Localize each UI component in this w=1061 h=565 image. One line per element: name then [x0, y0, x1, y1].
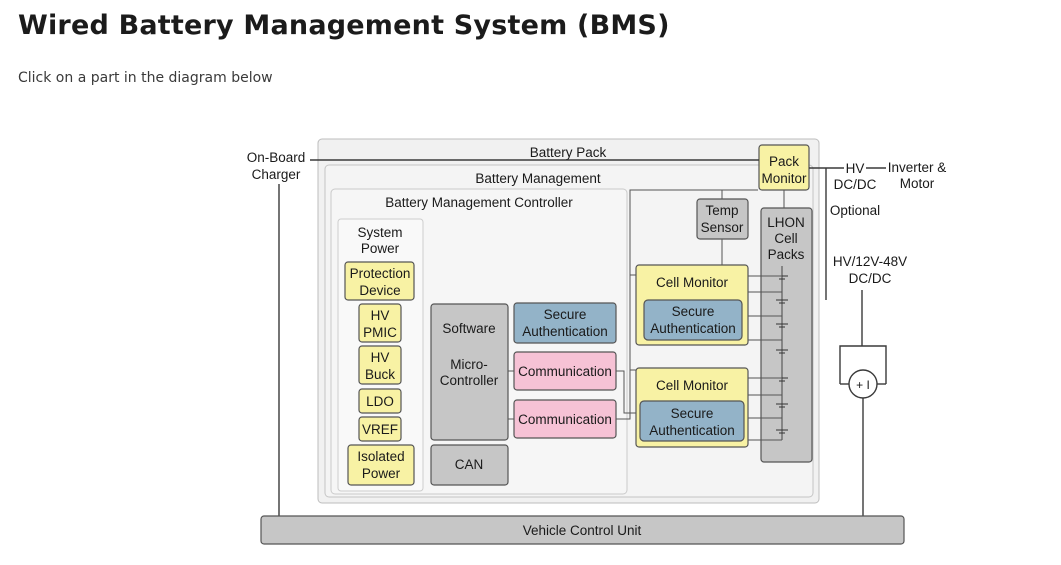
- comm2-pack-link: [616, 189, 758, 420]
- pack-monitor-label-2: Monitor: [761, 171, 807, 186]
- protection-device-label-1: Protection: [350, 266, 411, 281]
- vehicle-control-unit-label: Vehicle Control Unit: [523, 523, 642, 538]
- hv-12v-48v-label-2: DC/DC: [849, 271, 892, 286]
- system-power-label-2: Power: [361, 241, 400, 256]
- isolated-power-label-1: Isolated: [357, 449, 404, 464]
- hv-dcdc-label-2: DC/DC: [834, 177, 877, 192]
- lhon-label-1: LHON: [767, 215, 805, 230]
- on-board-charger[interactable]: On-Board Charger: [247, 150, 306, 182]
- inverter-motor-label-1: Inverter &: [888, 160, 947, 175]
- lhon-label-2: Cell: [774, 231, 797, 246]
- cell-monitor-1-label: Cell Monitor: [656, 275, 729, 290]
- secure-auth-mcu-label-2: Authentication: [522, 324, 608, 339]
- plus-minus-icon: + I: [856, 378, 870, 392]
- vref-label: VREF: [362, 422, 398, 437]
- inverter-motor[interactable]: Inverter & Motor: [888, 160, 947, 191]
- micro-controller-label-1: Micro-: [450, 357, 488, 372]
- lhon-cell-packs[interactable]: LHON Cell Packs: [760, 207, 813, 463]
- hv-buck-label-2: Buck: [365, 367, 395, 382]
- inverter-motor-label-2: Motor: [900, 176, 935, 191]
- secure-auth-1-label-1: Secure: [672, 304, 715, 319]
- software-label: Software: [442, 321, 495, 336]
- communication-1[interactable]: Communication: [513, 351, 617, 391]
- pack-monitor-label-1: Pack: [769, 154, 799, 169]
- hv-12v-48v-label-1: HV/12V-48V: [833, 254, 907, 269]
- hv-buck-label-1: HV: [371, 350, 390, 365]
- vehicle-control-unit[interactable]: Vehicle Control Unit: [260, 515, 905, 545]
- temp-sensor[interactable]: Temp Sensor: [696, 198, 749, 240]
- battery-pack-label: Battery Pack: [530, 145, 607, 160]
- on-board-charger-label-1: On-Board: [247, 150, 306, 165]
- system-power-label-1: System: [357, 225, 402, 240]
- secure-auth-2-label-1: Secure: [671, 406, 714, 421]
- hv-pmic-label-2: PMIC: [363, 325, 397, 340]
- secure-authentication-1[interactable]: Secure Authentication: [643, 299, 743, 341]
- hv-dcdc-label-1: HV: [846, 161, 865, 176]
- hv-pmic[interactable]: HV PMIC: [358, 303, 402, 343]
- isolated-power-label-2: Power: [362, 466, 401, 481]
- temp-sensor-label-2: Sensor: [701, 220, 744, 235]
- battery-cell-symbols: [776, 275, 788, 434]
- hv-dcdc[interactable]: HV DC/DC: [834, 161, 877, 192]
- temp-sensor-label-1: Temp: [705, 203, 738, 218]
- bmc-label: Battery Management Controller: [385, 195, 573, 210]
- vref[interactable]: VREF: [358, 416, 402, 442]
- hv-pmic-label-1: HV: [371, 308, 390, 323]
- optional-label: Optional: [830, 203, 880, 218]
- battery-management-label: Battery Management: [475, 171, 601, 186]
- communication-1-label: Communication: [518, 364, 612, 379]
- micro-controller[interactable]: Software Micro- Controller: [430, 303, 509, 441]
- secure-auth-1-label-2: Authentication: [650, 321, 736, 336]
- secure-auth-2-label-2: Authentication: [649, 423, 735, 438]
- ldo[interactable]: LDO: [358, 388, 402, 414]
- instruction-text: Click on a part in the diagram below: [18, 70, 273, 86]
- cell-monitor-2-label: Cell Monitor: [656, 378, 729, 393]
- cell-sense-wires: [748, 275, 782, 441]
- communication-2-label: Communication: [518, 412, 612, 427]
- protection-device-label-2: Device: [359, 283, 400, 298]
- pack-monitor[interactable]: Pack Monitor: [758, 144, 810, 191]
- hv-buck[interactable]: HV Buck: [358, 345, 402, 385]
- isolated-power[interactable]: Isolated Power: [347, 444, 415, 486]
- communication-2[interactable]: Communication: [513, 399, 617, 439]
- page-title: Wired Battery Management System (BMS): [18, 10, 670, 41]
- lv-battery-frame: [839, 345, 887, 384]
- ldo-label: LDO: [366, 394, 394, 409]
- can[interactable]: CAN: [430, 444, 509, 486]
- secure-authentication-2[interactable]: Secure Authentication: [639, 400, 745, 442]
- protection-device[interactable]: Protection Device: [344, 261, 415, 301]
- on-board-charger-label-2: Charger: [252, 167, 301, 182]
- can-label: CAN: [455, 457, 484, 472]
- secure-authentication-mcu[interactable]: Secure Authentication: [513, 302, 617, 344]
- micro-controller-label-2: Controller: [440, 373, 499, 388]
- hv-12v-48v-dcdc[interactable]: HV/12V-48V DC/DC: [833, 254, 907, 286]
- secure-auth-mcu-label-1: Secure: [544, 307, 587, 322]
- low-voltage-battery[interactable]: + I: [839, 345, 887, 399]
- lhon-label-3: Packs: [768, 247, 805, 262]
